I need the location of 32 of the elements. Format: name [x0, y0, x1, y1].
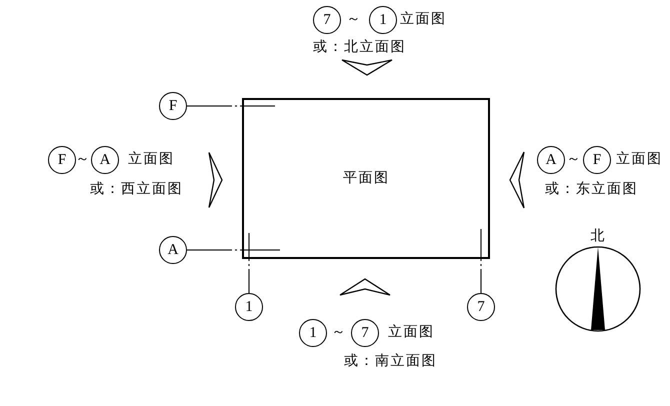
axis-bubble: 1 — [235, 293, 263, 321]
view-direction-arrow — [509, 151, 525, 209]
axis-line — [480, 258, 482, 294]
elevation-alt-name: 或：南立面图 — [344, 354, 437, 370]
elevation-alt-name: 或：西立面图 — [90, 182, 183, 198]
plan-outline — [242, 98, 490, 259]
axis-bubble: 1 — [369, 6, 397, 34]
view-direction-arrow — [208, 152, 223, 208]
axis-bubble: F — [159, 92, 187, 120]
range-sign: ～ — [75, 152, 91, 168]
elevation-name: 立面图 — [616, 152, 662, 168]
plan-title: 平面图 — [342, 170, 390, 186]
range-sign: ～ — [331, 325, 347, 341]
range-sign: ～ — [566, 152, 582, 168]
elevation-name: 立面图 — [400, 12, 446, 28]
north-label: 北 — [590, 229, 606, 245]
axis-bubble: A — [537, 146, 565, 174]
axis-bubble: 7 — [351, 319, 379, 347]
axis-bubble: A — [159, 236, 187, 264]
axis-bubble: 7 — [313, 6, 341, 34]
axis-bubble: A — [91, 146, 119, 174]
elevation-alt-name: 或：东立面图 — [545, 182, 638, 198]
elevation-alt-name: 或：北立面图 — [313, 40, 406, 56]
axis-bubble: F — [48, 146, 76, 174]
axis-line — [248, 258, 250, 294]
elevation-name: 立面图 — [128, 152, 174, 168]
axis-bubble: F — [583, 146, 611, 174]
axis-bubble: 1 — [299, 319, 327, 347]
elevation-name: 立面图 — [388, 325, 434, 341]
axis-bubble: 7 — [467, 293, 495, 321]
range-sign: ～ — [346, 12, 362, 28]
view-direction-arrow — [339, 278, 391, 296]
